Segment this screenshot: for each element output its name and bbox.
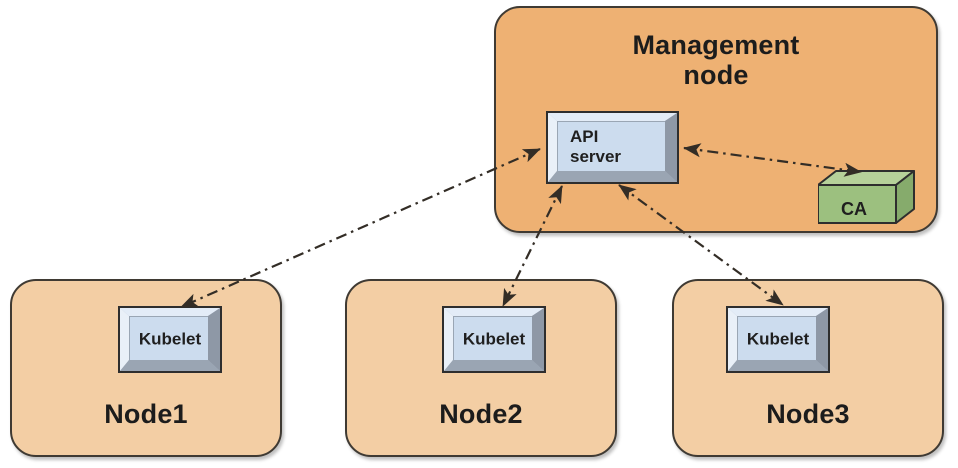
management-node-title: Management node xyxy=(496,30,936,90)
api-server-box[interactable]: API server xyxy=(546,111,679,184)
kubelet-bevel-top-2 xyxy=(444,308,544,316)
kubelet-box-1[interactable]: Kubelet xyxy=(118,306,222,373)
kubelet-bevel-right-3 xyxy=(816,308,828,371)
api-server-face xyxy=(557,121,665,171)
management-node-group[interactable]: Management node API server xyxy=(494,6,938,233)
kubelet-box-3[interactable]: Kubelet xyxy=(726,306,830,373)
api-server-label: API server xyxy=(570,127,621,167)
worker-node-group-1[interactable]: Kubelet Node1 xyxy=(10,279,282,457)
worker-node-title-2: Node2 xyxy=(439,398,523,429)
kubelet-bevel-left-1 xyxy=(120,308,129,371)
kubelet-bevel-bottom-3 xyxy=(728,360,828,371)
kubelet-label-3: Kubelet xyxy=(746,329,810,349)
kubelet-bevel-top-1 xyxy=(120,308,220,316)
api-server-label-line2: server xyxy=(570,147,622,167)
kubelet-label-2: Kubelet xyxy=(462,329,526,349)
api-server-bevel-right xyxy=(665,113,677,182)
kubelet-bevel-bottom-2 xyxy=(444,360,544,371)
kubelet-bevel-right-2 xyxy=(532,308,544,371)
api-server-bevel-top xyxy=(548,113,677,121)
management-node-title-line2: node xyxy=(683,60,749,91)
ca-box[interactable]: CA xyxy=(817,169,916,227)
kubelet-bevel-bottom-1 xyxy=(120,360,220,371)
kubelet-face-3 xyxy=(737,316,816,360)
api-server-bevel-bottom xyxy=(548,171,677,182)
kubelet-bevel-left-3 xyxy=(728,308,737,371)
kubelet-face-2 xyxy=(453,316,532,360)
kubelet-box-2[interactable]: Kubelet xyxy=(442,306,546,373)
api-server-label-line1: API xyxy=(570,127,599,146)
management-node-title-line1: Management xyxy=(632,30,800,60)
worker-node-group-3[interactable]: Kubelet Node3 xyxy=(672,279,944,457)
kubelet-face-1 xyxy=(129,316,208,360)
kubelet-bevel-top-3 xyxy=(728,308,828,316)
worker-node-title-3: Node3 xyxy=(766,398,850,429)
api-server-bevel-left xyxy=(548,113,557,182)
worker-node-group-2[interactable]: Kubelet Node2 xyxy=(345,279,617,457)
ca-label: CA xyxy=(841,199,867,219)
kubelet-bevel-left-2 xyxy=(444,308,453,371)
kubelet-label-1: Kubelet xyxy=(138,329,202,349)
worker-node-title-1: Node1 xyxy=(104,398,188,429)
kubelet-bevel-right-1 xyxy=(208,308,220,371)
